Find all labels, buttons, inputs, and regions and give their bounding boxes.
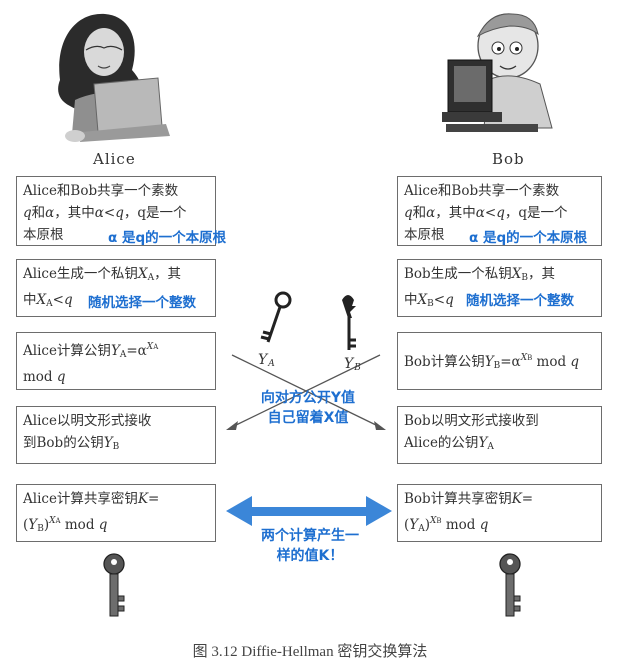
bob-primitive-root-note: α 是q的一个本原根 xyxy=(469,230,588,246)
bob-step-shared-prime: Alice和Bob共享一个素数 q和α，其中α<q，q是一个 本原根 xyxy=(397,176,602,246)
bob-random-note: 随机选择一个整数 xyxy=(466,293,574,309)
bob-step-private-key: Bob生成一个私钥XB，其 中XB<q xyxy=(397,259,602,317)
ya-label: YA xyxy=(258,352,276,369)
alice-step-private-key: Alice生成一个私钥XA，其 中XA<q xyxy=(16,259,216,317)
figure-caption: 图 3.12 Diffie-Hellman 密钥交换算法 xyxy=(192,644,428,660)
yb-label: YB xyxy=(344,356,362,373)
same-value-note: 两个计算产生一 样的值K！ xyxy=(261,528,359,564)
alice-step-shared-prime: Alice和Bob共享一个素数 q和α，其中α<q，q是一个 本原根 xyxy=(16,176,216,246)
alice-step-shared-key: Alice计算共享密钥K= (YB)XA mod q xyxy=(16,484,216,542)
ya-key-icon xyxy=(260,291,292,343)
bob-step-public-key: Bob计算公钥YB=αXB mod q xyxy=(397,332,602,390)
bob-step-receive: Bob以明文形式接收到 Alice的公钥YA xyxy=(397,406,602,464)
bob-name: Bob xyxy=(492,150,525,168)
alice-figure xyxy=(58,13,170,142)
alice-key-icon xyxy=(103,553,125,617)
bob-key-icon xyxy=(499,553,521,617)
alice-step-receive: Alice以明文形式接收 到Bob的公钥YB xyxy=(16,406,216,464)
alice-random-note: 随机选择一个整数 xyxy=(88,295,196,311)
double-arrow-icon xyxy=(226,496,392,526)
alice-name: Alice xyxy=(93,150,136,168)
yb-key-icon xyxy=(342,295,356,350)
alice-primitive-root-note: α 是q的一个本原根 xyxy=(108,230,227,246)
bob-figure xyxy=(442,13,553,132)
alice-step-public-key: Alice计算公钥YA=αXA mod q xyxy=(16,332,216,390)
bob-step-shared-key: Bob计算共享密钥K= (YA)XB mod q xyxy=(397,484,602,542)
exchange-note: 向对方公开Y值 自己留着X值 xyxy=(260,390,356,426)
